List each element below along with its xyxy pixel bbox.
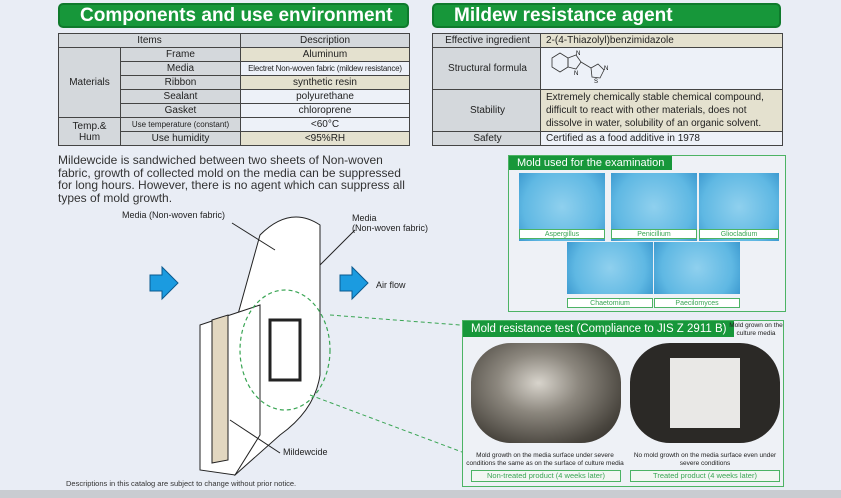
grown-note: Mold grown on the culture media (729, 322, 783, 337)
item: Use humidity (120, 131, 241, 146)
value: Electret Non-woven fabric (mildew resist… (240, 61, 410, 76)
label: Stability (432, 89, 541, 132)
label: Structural formula (432, 47, 541, 90)
mildewcide-label: Mildewcide (283, 447, 328, 457)
structural-formula: N N N S (540, 47, 783, 90)
label: Effective ingredient (432, 33, 541, 48)
left-caption: Mold growth on the media surface under s… (466, 452, 624, 467)
right-caption: No mold growth on the media surface even… (633, 452, 777, 467)
value: synthetic resin (240, 75, 410, 90)
group-temp-hum: Temp.& Hum (58, 117, 121, 146)
value: Extremely chemically stable chemical com… (540, 89, 783, 132)
svg-text:N: N (574, 71, 578, 77)
item: Media (120, 61, 241, 76)
mold-label: Penicillium (611, 229, 697, 239)
value: chloroprene (240, 103, 410, 118)
group-materials: Materials (58, 47, 121, 118)
item: Sealant (120, 89, 241, 104)
label: Safety (432, 131, 541, 146)
components-title: Components and use environment (58, 3, 409, 28)
header-description: Description (240, 33, 410, 48)
mold-label: Chaetomium (567, 298, 653, 308)
value: polyurethane (240, 89, 410, 104)
svg-text:N: N (604, 66, 608, 72)
filter-diagram (149, 216, 470, 477)
paecilomyces-image (654, 242, 740, 294)
air-flow-label: Air flow (376, 280, 406, 290)
non-treated-label: Non-treated product (4 weeks later) (471, 470, 621, 482)
mold-test-panel: Mold resistance test (Compliance to JIS … (462, 320, 784, 487)
item: Gasket (120, 103, 241, 118)
treated-label: Treated product (4 weeks later) (630, 470, 780, 482)
mildew-agent-title: Mildew resistance agent (432, 3, 781, 28)
header-items: Items (58, 33, 241, 48)
bottom-bar (0, 490, 841, 498)
value: Certified as a food additive in 1978 (540, 131, 783, 146)
chaetomium-image (567, 242, 653, 294)
svg-text:N: N (576, 51, 580, 57)
item: Ribbon (120, 75, 241, 90)
non-treated-photo (471, 343, 621, 443)
treated-photo (630, 343, 780, 443)
footer-note: Descriptions in this catalog are subject… (66, 479, 297, 488)
mold-test-title: Mold resistance test (Compliance to JIS … (463, 321, 735, 337)
media-left-label: Media (Non-woven fabric) (122, 210, 226, 220)
value: 2-(4-Thiazolyl)benzimidazole (540, 33, 783, 48)
item: Use temperature (constant) (120, 117, 241, 132)
value: <95%RH (240, 131, 410, 146)
mold-label: Paecilomyces (654, 298, 740, 308)
mold-label: Aspergillus (519, 229, 605, 239)
item: Frame (120, 47, 241, 62)
mold-exam-panel: Mold used for the examination Aspergillu… (508, 155, 786, 312)
mold-label: Gliocladium (699, 229, 779, 239)
value: Aluminum (240, 47, 410, 62)
value: <60°C (240, 117, 410, 132)
mold-exam-title: Mold used for the examination (509, 156, 673, 170)
media-right-label: Media (Non-woven fabric) (352, 213, 429, 233)
svg-text:S: S (594, 79, 598, 85)
benzimidazole-structure-icon: N N N S (551, 51, 608, 85)
description-text: Mildewcide is sandwiched between two she… (58, 153, 405, 205)
